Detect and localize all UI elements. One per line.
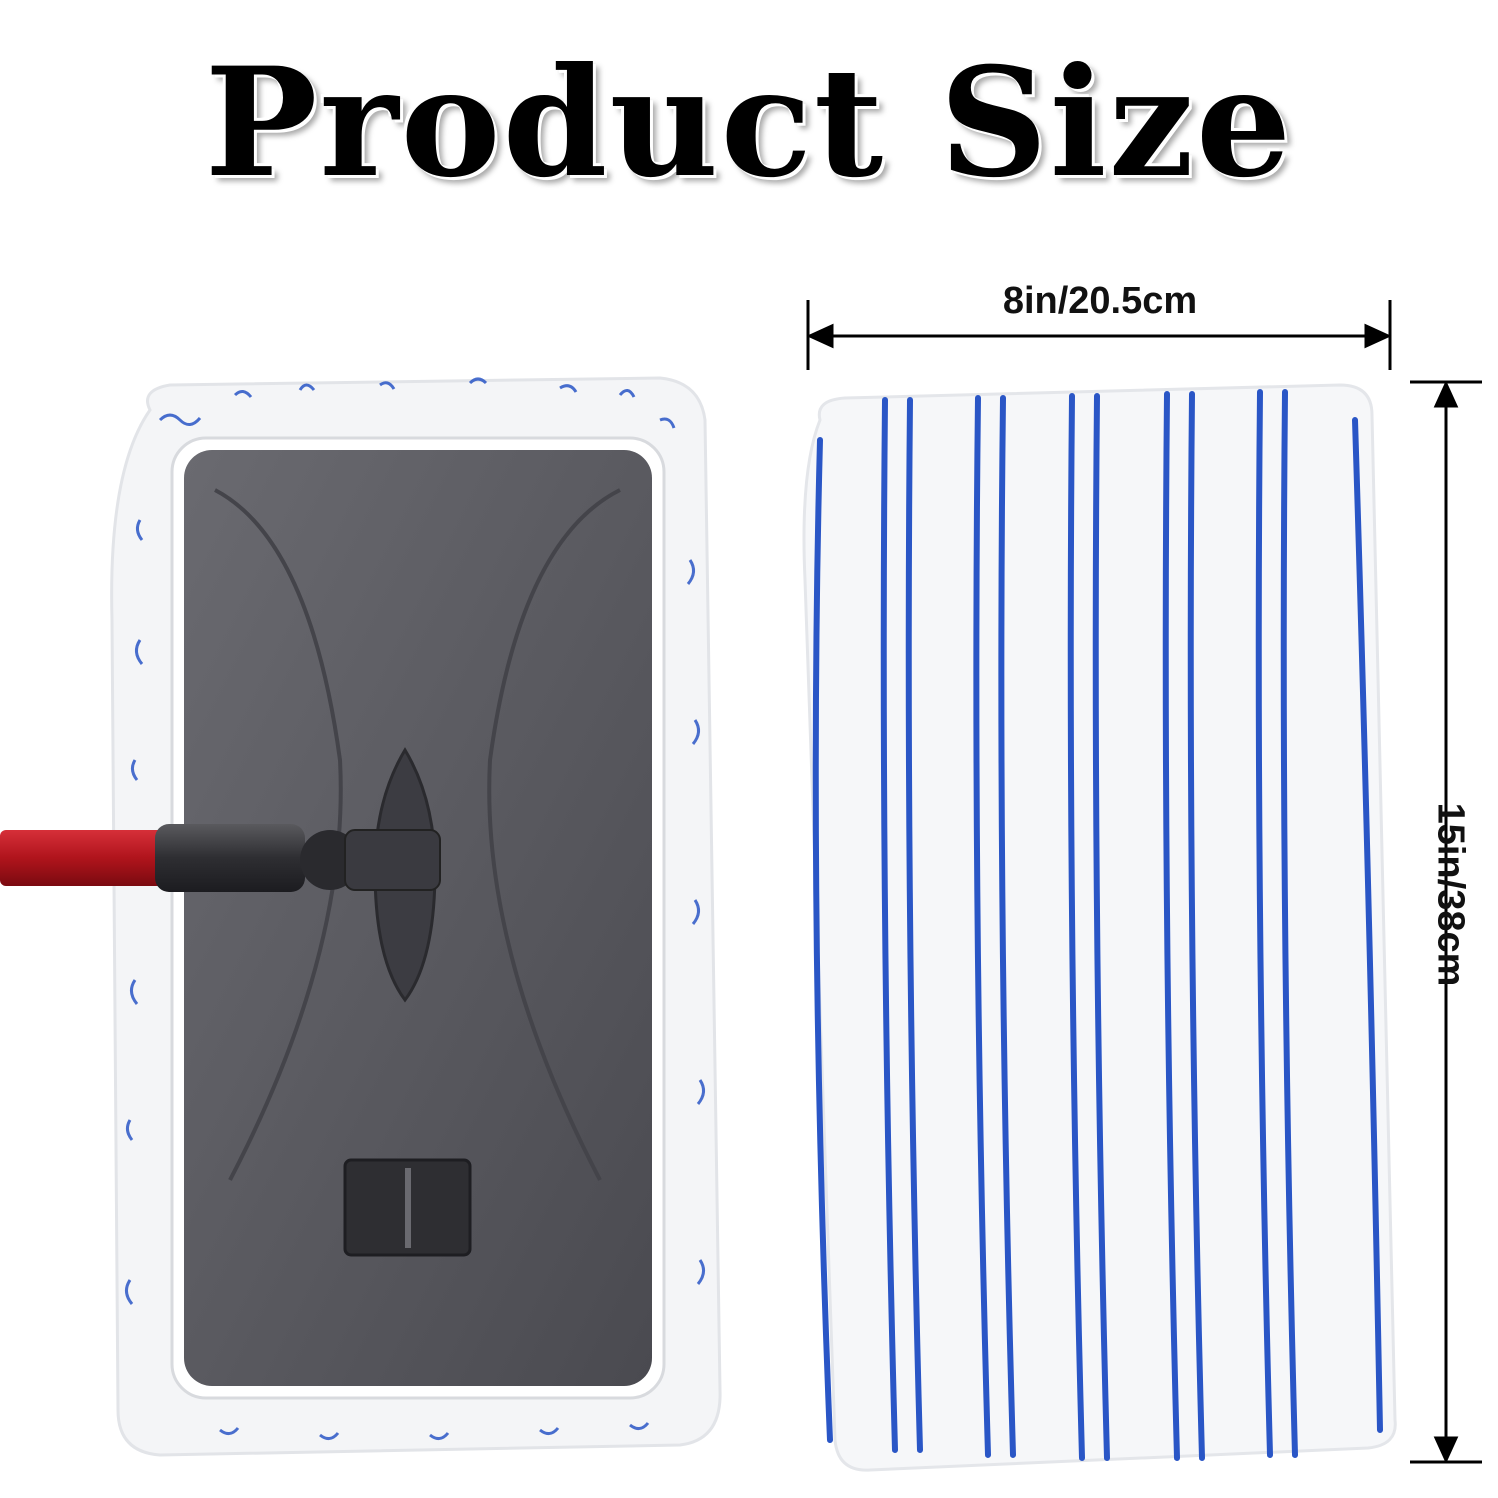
pad-stripes (812, 389, 1383, 1461)
width-dimension-arrow (806, 300, 1392, 370)
height-dimension-arrow (1410, 380, 1482, 1464)
width-label: 8in/20.5cm (1002, 280, 1198, 322)
left-pad-fringe (125, 377, 705, 1440)
mop-with-pad (0, 376, 722, 1457)
height-label: 15in/38cm (1429, 802, 1472, 987)
striped-pad (802, 383, 1397, 1472)
mop-handle (0, 830, 170, 886)
page-title: Product Size (204, 35, 1294, 211)
mop-handle-collar (155, 824, 305, 892)
